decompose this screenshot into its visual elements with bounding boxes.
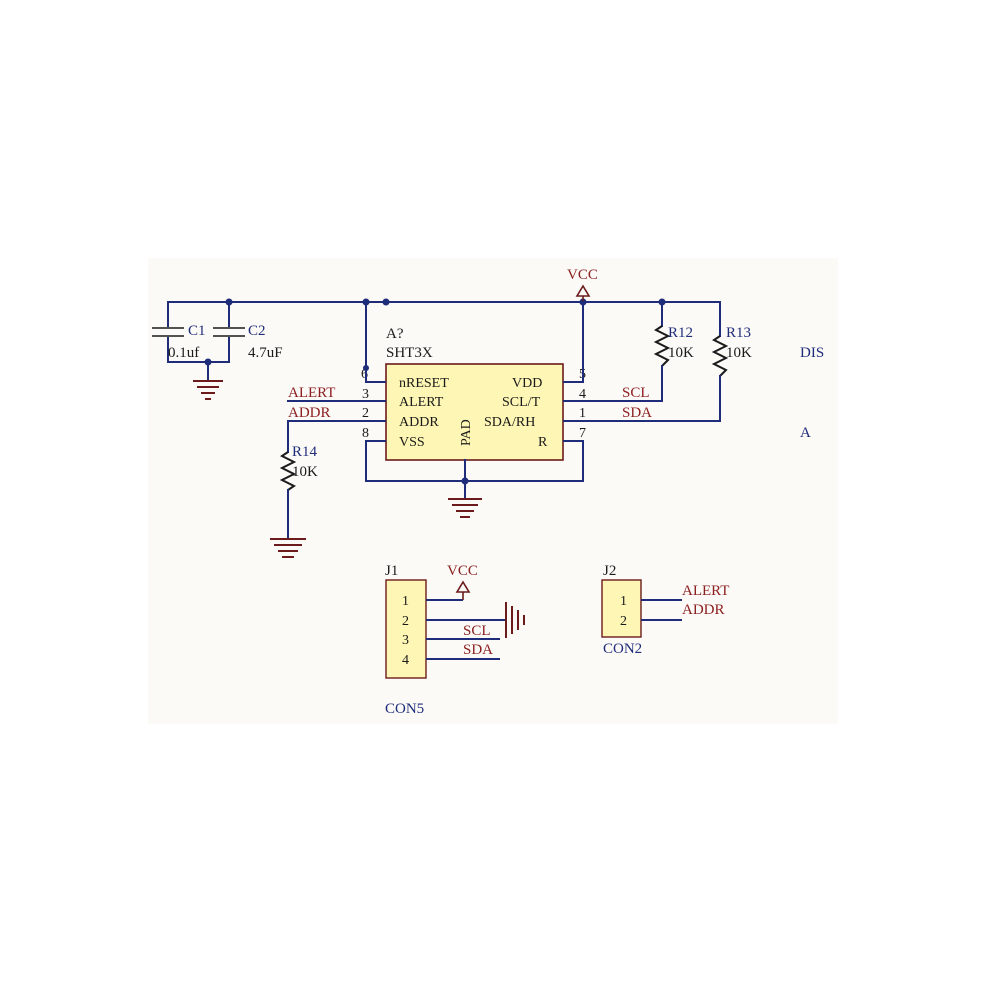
- ic-pad-label: PAD: [459, 419, 474, 446]
- ic-pin-name-sda: SDA/RH: [484, 415, 535, 430]
- ic-designator: A?: [386, 326, 404, 342]
- resistor-r13: R13 10K SDA: [582, 301, 752, 422]
- j2-addr-label: ADDR: [682, 602, 725, 618]
- r13-value: 10K: [726, 345, 752, 361]
- ic-pin-num-7: 7: [579, 426, 586, 441]
- sht3x-ic: A? SHT3X PAD nRESET ALERT ADDR VSS VDD S…: [361, 326, 586, 461]
- ic-pin-name-vss: VSS: [399, 435, 425, 450]
- r14-value: 10K: [292, 464, 318, 480]
- ic-pin-num-6: 6: [361, 367, 368, 382]
- c2-value: 4.7uF: [248, 345, 283, 361]
- c1-value: 0.1uf: [168, 345, 199, 361]
- c2-ref: C2: [248, 323, 266, 339]
- sda-net-label: SDA: [622, 405, 652, 421]
- j1-pin-3: 3: [402, 633, 409, 648]
- addr-net-label: ADDR: [288, 405, 331, 421]
- ic-pin-name-nreset: nRESET: [399, 376, 449, 391]
- j1-vcc-label: VCC: [447, 563, 478, 579]
- side-text-a: A: [800, 425, 811, 441]
- ic-part-name: SHT3X: [386, 345, 433, 361]
- j1-scl-label: SCL: [463, 623, 491, 639]
- connector-j2: J2 1 2 ALERT ADDR CON2: [601, 563, 729, 657]
- ic-pin-name-r: R: [538, 435, 548, 450]
- ic-ground-wires: [365, 440, 584, 518]
- scl-net-label: SCL: [622, 385, 650, 401]
- j2-body: [601, 579, 642, 638]
- j2-pin-2: 2: [620, 614, 627, 629]
- side-text-dis: DIS: [800, 345, 824, 361]
- r13-ref: R13: [726, 325, 751, 341]
- r14-ref: R14: [292, 444, 318, 460]
- j2-footprint: CON2: [603, 641, 642, 657]
- r12-value: 10K: [668, 345, 694, 361]
- j1-pin-1: 1: [402, 594, 409, 609]
- ic-pin-num-1: 1: [579, 406, 586, 421]
- vcc-rail: [167, 298, 721, 306]
- j1-pin-2: 2: [402, 614, 409, 629]
- ic-pin-num-3: 3: [362, 387, 369, 402]
- alert-addr-wires: ALERT ADDR: [287, 385, 367, 422]
- alert-net-label: ALERT: [288, 385, 335, 401]
- j2-ref: J2: [603, 563, 616, 579]
- resistor-r12: R12 10K SCL: [582, 301, 694, 402]
- capacitor-c1: C1 0.1uf: [152, 301, 206, 363]
- ic-pin-name-addr: ADDR: [399, 415, 439, 430]
- resistor-r14: R14 10K: [270, 420, 318, 558]
- j1-ref: J1: [385, 563, 398, 579]
- j1-pin-4: 4: [402, 653, 409, 668]
- j1-sda-label: SDA: [463, 642, 493, 658]
- schematic-sheet: [148, 258, 838, 724]
- j1-footprint: CON5: [385, 701, 424, 717]
- j2-alert-label: ALERT: [682, 583, 729, 599]
- ic-power-wires: [363, 301, 584, 383]
- capacitor-c2: C2 4.7uF: [213, 301, 283, 363]
- ic-pin-num-8: 8: [362, 426, 369, 441]
- ic-body: [385, 363, 564, 461]
- ic-pin-name-scl: SCL/T: [502, 395, 541, 410]
- vcc-label: VCC: [567, 267, 598, 283]
- c1-ref: C1: [188, 323, 206, 339]
- ic-pin-num-4: 4: [579, 387, 586, 402]
- cap-ground: [167, 358, 230, 400]
- j2-pin-1: 1: [620, 594, 627, 609]
- ic-pin-num-2: 2: [362, 406, 369, 421]
- ic-pin-name-vdd: VDD: [512, 376, 542, 391]
- ic-pin-name-alert: ALERT: [399, 395, 444, 410]
- j1-body: [385, 579, 427, 679]
- connector-j1: J1 1 2 3 4 VCC SCL SDA CON5: [385, 563, 525, 717]
- r12-ref: R12: [668, 325, 693, 341]
